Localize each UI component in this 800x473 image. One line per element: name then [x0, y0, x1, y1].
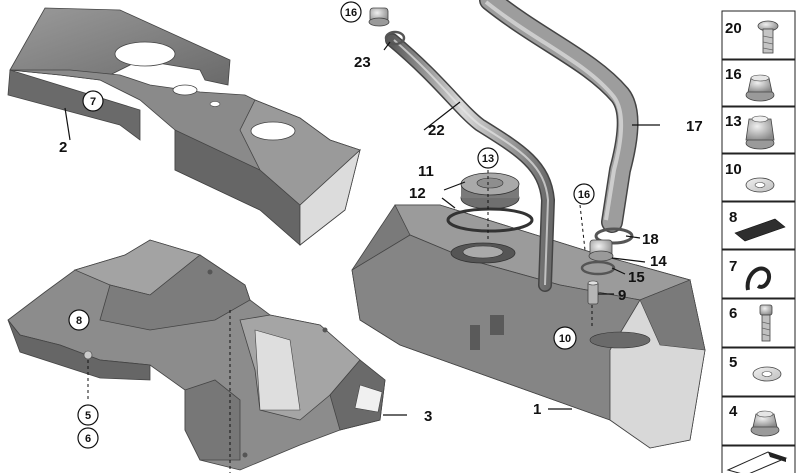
legend-label-20: 20: [725, 20, 742, 37]
seal-ring-23: [384, 30, 406, 46]
svg-text:16: 16: [345, 7, 357, 19]
svg-text:23: 23: [354, 54, 371, 71]
svg-text:5: 5: [85, 410, 91, 422]
tag-icon: [726, 451, 788, 473]
callout-5: 5: [77, 404, 99, 426]
legend-label-16: 16: [725, 66, 742, 83]
callout-8: 8: [68, 309, 90, 331]
pad-icon: [734, 218, 786, 242]
callout-1: 1: [533, 401, 541, 418]
seal-ring-15: [580, 260, 616, 276]
underbody-shield: [7, 239, 386, 471]
callout-11: 11: [418, 163, 434, 180]
callout-16-top: 16: [340, 1, 362, 23]
legend-cell-7: [721, 249, 796, 299]
svg-text:18: 18: [642, 231, 659, 248]
callout-10: 10: [553, 326, 577, 350]
leader-lines: [64, 41, 660, 473]
callout-18: 18: [642, 231, 659, 248]
flange-nut-icon: [745, 74, 775, 102]
callout-3: 3: [424, 408, 432, 425]
nut-16-tank: [588, 239, 614, 262]
callout-22: 22: [428, 122, 445, 139]
legend-label-6: 6: [729, 305, 737, 322]
callout-13: 13: [477, 147, 499, 169]
callout-14: 14: [650, 253, 667, 270]
svg-text:17: 17: [686, 118, 703, 135]
flange-nut-icon: [750, 410, 780, 437]
washer-icon: [745, 177, 775, 193]
svg-text:3: 3: [424, 408, 432, 425]
svg-text:16: 16: [578, 189, 590, 201]
hose-clamp-18: [594, 227, 634, 245]
svg-text:12: 12: [409, 185, 426, 202]
svg-text:11: 11: [418, 163, 434, 180]
svg-text:6: 6: [85, 433, 91, 445]
fuel-tank: [351, 204, 706, 449]
svg-text:10: 10: [559, 333, 571, 345]
heat-shield-upper: [7, 7, 361, 246]
legend-label-8: 8: [729, 209, 737, 226]
svg-text:22: 22: [428, 122, 445, 139]
filler-pipe-22: [385, 33, 556, 292]
pin-9: [587, 280, 599, 305]
legend-label-7: 7: [729, 258, 737, 275]
callout-23: 23: [354, 54, 371, 71]
callout-7: 7: [82, 90, 104, 112]
legend-label-5: 5: [729, 354, 737, 371]
callout-15: 15: [628, 269, 645, 286]
callout-9: 9: [618, 287, 626, 304]
vent-pipe-17: [479, 0, 639, 233]
svg-text:7: 7: [90, 96, 96, 108]
legend-cell-20: [721, 10, 796, 60]
callout-16-tank: 16: [573, 183, 595, 205]
screw-icon: [759, 304, 773, 342]
pipe-nut-16-top: [368, 7, 390, 27]
legend-label-10: 10: [725, 161, 742, 178]
callout-6: 6: [77, 427, 99, 449]
legend-label-13: 13: [725, 113, 742, 130]
callout-17: 17: [686, 118, 703, 135]
svg-text:2: 2: [59, 139, 67, 156]
svg-text:13: 13: [482, 153, 494, 165]
washer-icon: [752, 366, 782, 382]
svg-text:14: 14: [650, 253, 667, 270]
clip-icon: [745, 266, 771, 291]
legend-cell-4: [721, 396, 796, 446]
callout-12: 12: [409, 185, 426, 202]
bolt-icon: [757, 20, 779, 54]
legend-cell-6: [721, 298, 796, 348]
hex-nut-icon: [745, 115, 775, 150]
seal-ring-12: [446, 207, 534, 233]
svg-text:9: 9: [618, 287, 626, 304]
svg-text:1: 1: [533, 401, 541, 418]
filler-cap-11: [460, 172, 520, 210]
parts-legend: 20 16 13 10 8 7 6 5 4: [721, 10, 796, 473]
legend-label-4: 4: [729, 403, 738, 420]
svg-text:15: 15: [628, 269, 645, 286]
svg-text:8: 8: [76, 315, 82, 327]
callout-2: 2: [59, 139, 67, 156]
legend-cell-10: [721, 153, 796, 202]
